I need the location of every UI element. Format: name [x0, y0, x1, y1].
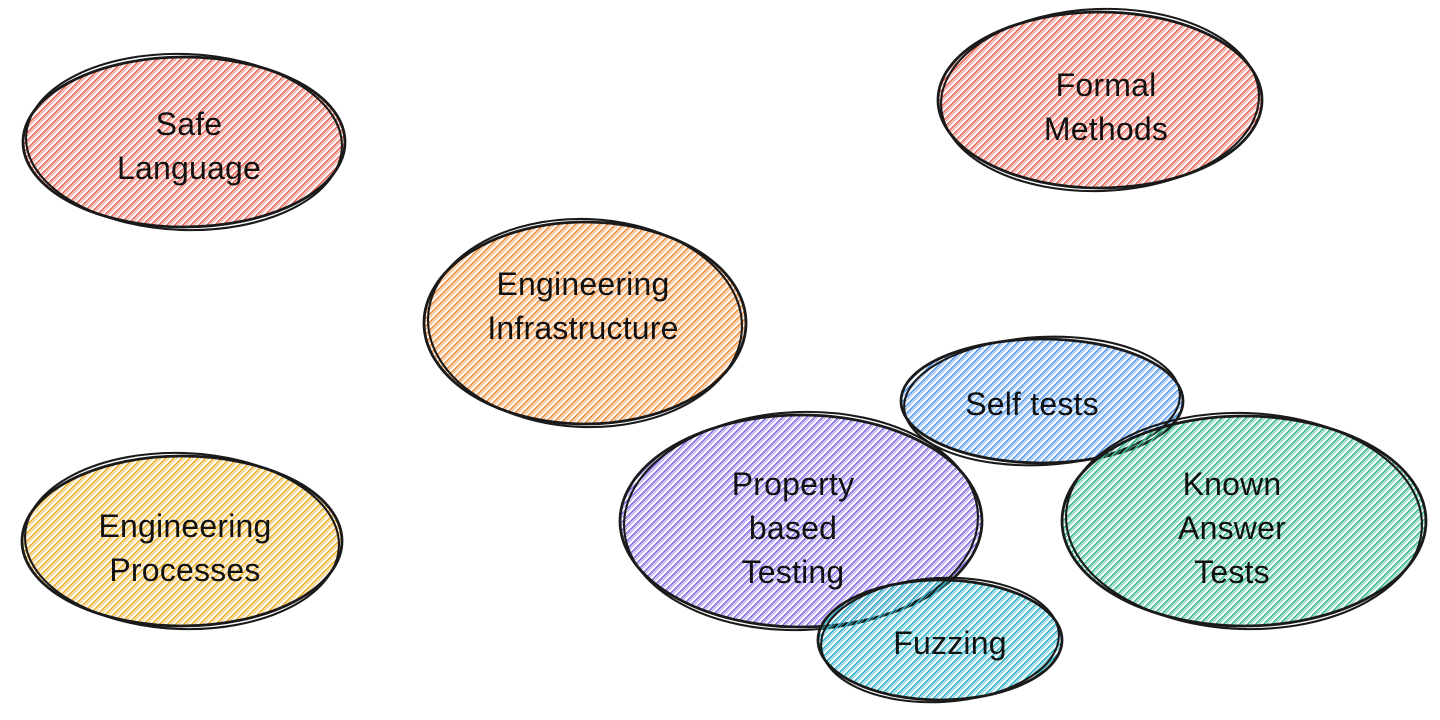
engineering-infrastructure-ellipse[interactable]: [422, 220, 748, 426]
formal-methods-outline: [940, 7, 1260, 193]
bubble-label-engineering-processes[interactable]: Engineering Processes: [98, 508, 272, 588]
bubble-engineering-infrastructure[interactable]: [422, 214, 748, 433]
known-answer-tests-ellipse[interactable]: [1060, 414, 1428, 628]
bubble-formal-methods[interactable]: [936, 4, 1264, 197]
fuzzing-ellipse[interactable]: [816, 578, 1064, 702]
bubble-label-known-answer-tests[interactable]: Known Answer Tests: [1178, 466, 1286, 590]
safe-language-ellipse[interactable]: [21, 55, 347, 229]
bubble-label-safe-language[interactable]: Safe Language: [117, 106, 261, 186]
known-answer-tests-outline: [1065, 411, 1423, 631]
property-based-testing-outline: [623, 410, 979, 632]
bubble-engineering-processes[interactable]: [20, 448, 344, 635]
bubble-label-fuzzing[interactable]: Fuzzing: [893, 625, 1007, 661]
engineering-infrastructure-outline: [427, 217, 743, 429]
bubble-safe-language[interactable]: [21, 49, 347, 236]
bubble-property-based-testing[interactable]: [618, 406, 984, 636]
bubble-self-tests[interactable]: [899, 330, 1185, 472]
engineering-processes-ellipse[interactable]: [20, 454, 344, 628]
bubble-label-property-based-testing[interactable]: Property based Testing: [731, 466, 855, 590]
self-tests-ellipse[interactable]: [899, 337, 1185, 465]
formal-methods-ellipse[interactable]: [936, 10, 1264, 190]
bubble-fuzzing[interactable]: [816, 572, 1064, 708]
safe-language-outline: [25, 52, 343, 232]
bubble-known-answer-tests[interactable]: [1060, 407, 1428, 635]
bubble-label-formal-methods[interactable]: Formal Methods: [1043, 67, 1169, 147]
bubble-label-self-tests[interactable]: Self tests: [965, 386, 1099, 422]
property-based-testing-ellipse[interactable]: [618, 413, 984, 629]
engineering-processes-outline: [24, 451, 340, 631]
self-tests-outline: [903, 335, 1181, 467]
fuzzing-outline: [820, 576, 1060, 704]
bubble-label-engineering-infrastructure[interactable]: Engineering Infrastructure: [487, 266, 679, 346]
